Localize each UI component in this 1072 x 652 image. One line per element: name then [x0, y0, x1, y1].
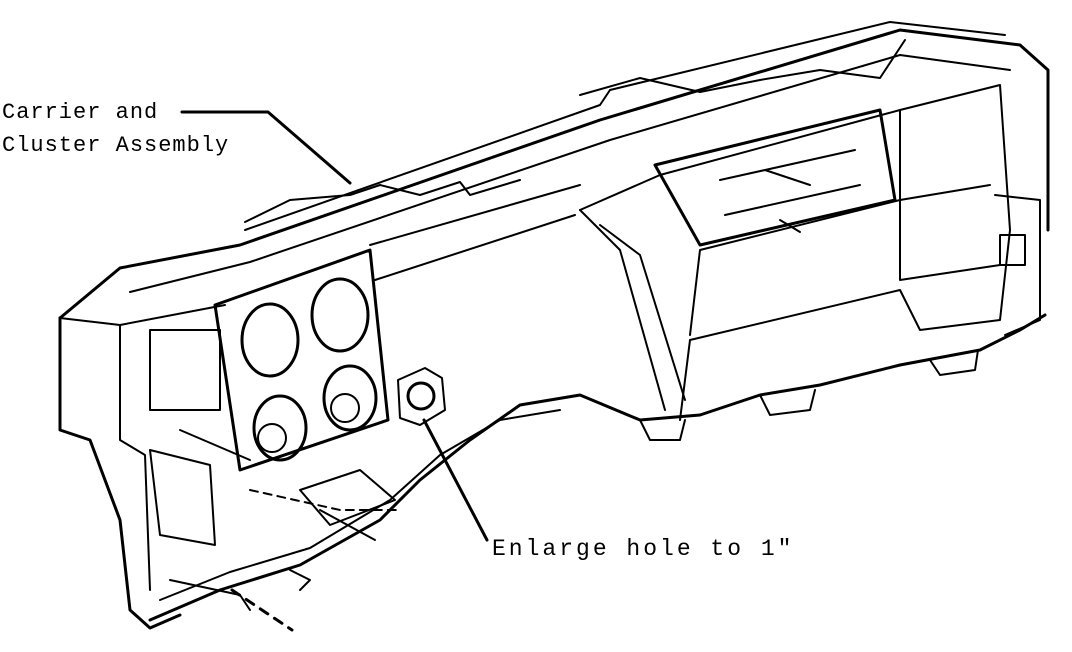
carrier-body — [58, 21, 1050, 630]
gauge-upper-left — [240, 302, 300, 378]
gauge-lower-left — [252, 394, 308, 462]
gauge-upper-right — [310, 277, 370, 353]
gauge-lower-right — [322, 364, 378, 432]
hole-boss — [397, 367, 446, 426]
lower-hardware — [169, 429, 401, 611]
carrier-label-line2: Cluster Assembly — [2, 133, 230, 158]
hole-to-enlarge — [406, 381, 436, 411]
leader-lines — [180, 110, 489, 632]
enlarge-hole-label: Enlarge hole to 1" — [492, 536, 795, 562]
carrier-label-line1: Carrier and — [2, 100, 159, 125]
instrument-cluster — [213, 248, 390, 472]
